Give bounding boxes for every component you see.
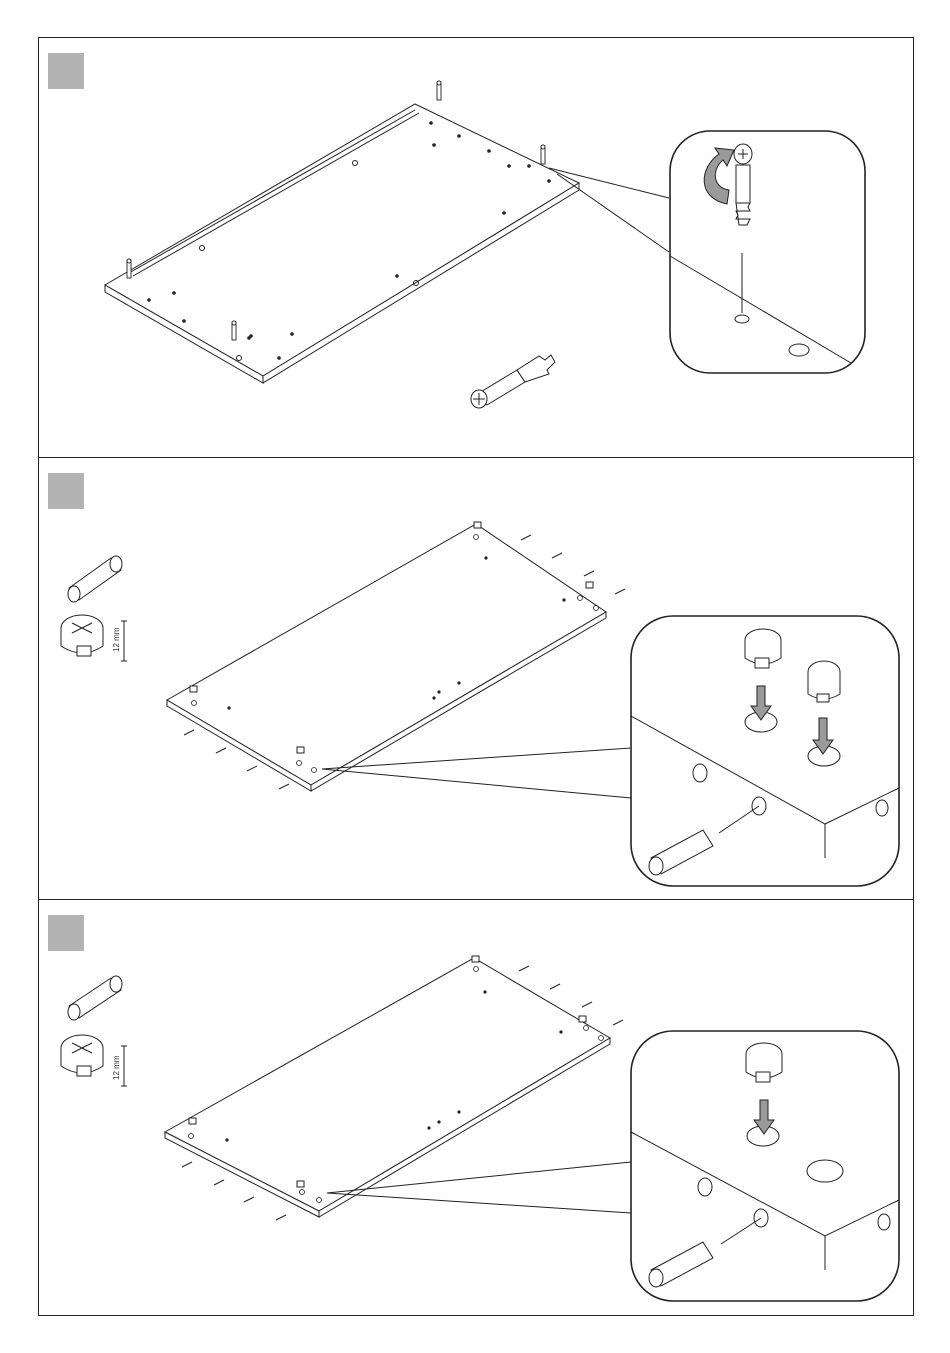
dimension-label-12mm: 12 mm <box>112 1055 121 1080</box>
detail-callout-1 <box>670 131 865 373</box>
step-1-panel <box>38 37 914 458</box>
step-2-panel: 12 mm <box>38 457 914 900</box>
cam-lock-detail-icon <box>808 661 840 702</box>
cam-lock-icon <box>586 582 593 588</box>
step-3-illustration: 12 mm <box>39 900 915 1317</box>
step-2-illustration: 12 mm <box>39 458 915 901</box>
wooden-dowel-icon <box>68 976 122 1020</box>
cam-lock-icon <box>189 1118 196 1124</box>
step-3-panel: 12 mm <box>38 899 914 1316</box>
dimension-label-12mm: 12 mm <box>112 627 121 652</box>
cam-lock-icon <box>472 956 479 962</box>
cam-lock-icon <box>297 1181 304 1187</box>
loose-cam-bolt-icon <box>471 355 555 408</box>
cam-lock-icon <box>474 522 481 528</box>
wooden-dowel-icon <box>68 556 122 602</box>
cam-lock-icon <box>579 1016 586 1022</box>
cam-lock-icon <box>61 615 103 656</box>
cam-lock-icon <box>297 747 304 753</box>
cam-lock-icon <box>61 1035 103 1076</box>
cam-lock-icon <box>190 686 197 692</box>
step-1-illustration <box>39 38 915 459</box>
